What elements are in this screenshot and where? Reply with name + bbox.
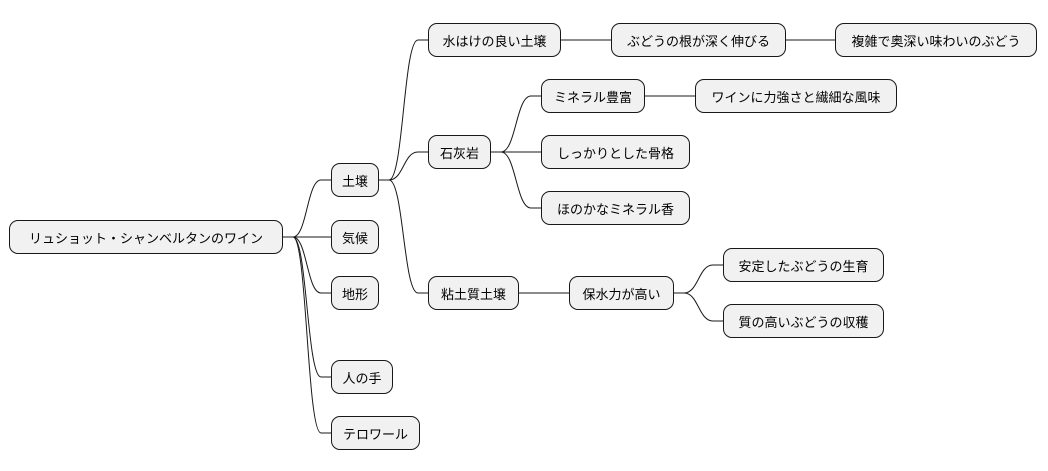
human-touch-node[interactable]: 人の手 xyxy=(331,360,393,394)
mineral-aroma-node[interactable]: ほのかなミネラル香 xyxy=(541,191,690,225)
edge-soil-to-well-drained-soil xyxy=(379,39,428,181)
limestone-node[interactable]: 石灰岩 xyxy=(428,135,491,169)
edge-soil-to-clay-soil xyxy=(379,179,428,294)
soil-node[interactable]: 土壌 xyxy=(331,163,379,197)
mineral-rich-node[interactable]: ミネラル豊富 xyxy=(541,79,645,113)
terroir-node[interactable]: テロワール xyxy=(331,416,420,450)
terrain-node[interactable]: 地形 xyxy=(331,276,379,310)
complex-flavor-node[interactable]: 複雑で奥深い味わいのぶどう xyxy=(835,23,1037,57)
edge-soil-to-limestone xyxy=(379,151,428,181)
edge-root-to-soil xyxy=(283,179,331,238)
edge-water-retention-to-stable-growth xyxy=(674,264,723,294)
clay-soil-node[interactable]: 粘土質土壌 xyxy=(428,276,519,310)
water-retention-node[interactable]: 保水力が高い xyxy=(569,276,674,310)
edge-root-to-terrain xyxy=(283,236,331,294)
quality-harvest-node[interactable]: 質の高いぶどうの収穫 xyxy=(723,304,884,338)
edge-root-to-human-touch xyxy=(283,236,331,378)
climate-node[interactable]: 気候 xyxy=(331,220,379,254)
edge-limestone-to-mineral-aroma xyxy=(491,151,541,209)
edge-root-to-terroir xyxy=(283,236,331,434)
root-node[interactable]: リュショット・シャンベルタンのワイン xyxy=(9,220,283,254)
firm-structure-node[interactable]: しっかりとした骨格 xyxy=(541,135,690,169)
edge-limestone-to-mineral-rich xyxy=(491,95,541,153)
well-drained-soil-node[interactable]: 水はけの良い土壌 xyxy=(428,23,561,57)
stable-growth-node[interactable]: 安定したぶどうの生育 xyxy=(723,248,884,282)
power-finesse-node[interactable]: ワインに力強さと繊細な風味 xyxy=(695,79,897,113)
deep-roots-node[interactable]: ぶどうの根が深く伸びる xyxy=(611,23,786,57)
edge-water-retention-to-quality-harvest xyxy=(674,292,723,322)
